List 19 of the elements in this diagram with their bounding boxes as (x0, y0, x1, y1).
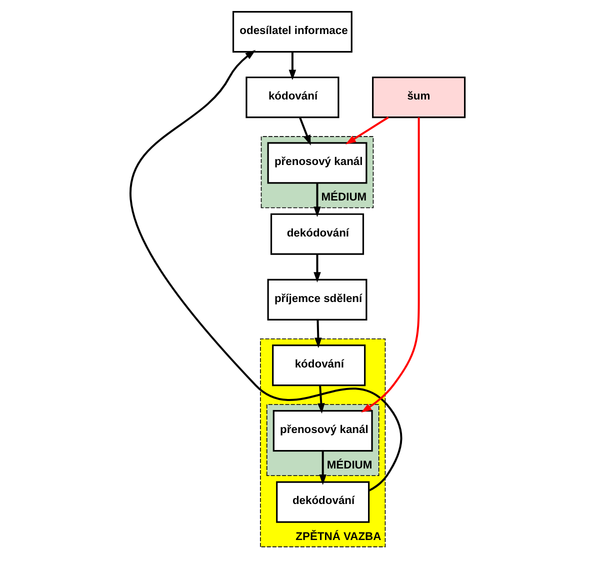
arrow (319, 451, 326, 485)
arrow (314, 183, 321, 218)
arrow (314, 320, 322, 348)
node-box: dekódování (276, 481, 370, 523)
node-box: příjemce sdělení (267, 278, 368, 320)
arrow (288, 52, 296, 80)
node-box: kódování (272, 344, 366, 386)
node-box: kódování (246, 76, 340, 118)
arrow (314, 254, 321, 283)
arrow (361, 117, 420, 413)
node-box: přenosový kanál (267, 142, 368, 184)
arrow (130, 50, 402, 492)
arrow (298, 116, 311, 146)
node-box: šum (372, 76, 466, 118)
arrow (346, 116, 389, 144)
node-box: odesílatel informace (232, 10, 352, 53)
node-box: dekódování (270, 213, 364, 255)
node-box: přenosový kanál (272, 410, 373, 452)
arrow (318, 385, 325, 414)
